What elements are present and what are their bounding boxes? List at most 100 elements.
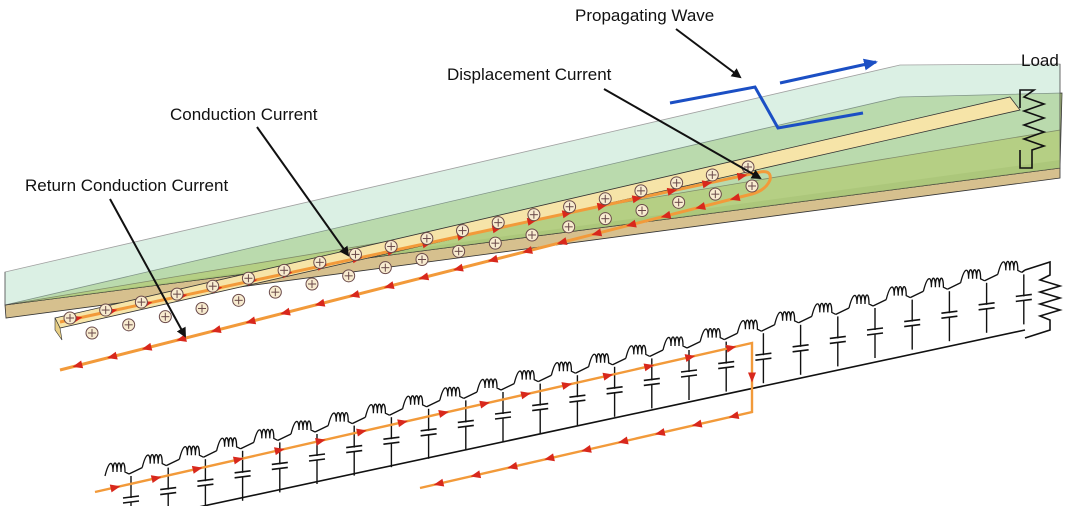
inductor-rail-segment	[686, 340, 701, 349]
current-arrowhead	[280, 307, 291, 316]
inductor-coil-icon	[178, 445, 204, 460]
current-arrowhead	[418, 272, 430, 281]
wave-step	[669, 85, 864, 130]
current-arrowhead	[487, 254, 499, 263]
capacitor-icon	[420, 408, 437, 459]
current-arrowhead	[618, 436, 629, 445]
current-arrowhead	[470, 470, 482, 479]
charge-plus-icon	[705, 168, 719, 182]
charge-plus-icon	[670, 176, 684, 190]
inductor-coil-icon	[513, 369, 539, 384]
current-arrowhead	[691, 419, 703, 428]
inductor-rail-segment	[537, 374, 552, 383]
inductor-rail-segment	[575, 366, 589, 374]
current-arrowhead	[109, 484, 121, 493]
current-arrowhead	[232, 456, 244, 465]
charge-plus-icon	[241, 271, 255, 285]
inductor-coil-icon	[997, 260, 1023, 275]
inductor-coil-icon	[736, 319, 762, 334]
current-arrowhead	[626, 219, 637, 228]
current-arrowhead	[643, 363, 655, 372]
charge-plus-icon	[305, 277, 319, 291]
current-arrowhead	[191, 465, 203, 474]
inductor-coil-icon	[773, 311, 799, 325]
current-arrowhead	[356, 428, 367, 437]
inductor-coil-icon	[327, 411, 353, 426]
equivalent-circuit	[94, 260, 1063, 506]
inductor-rail-segment	[277, 433, 292, 442]
current-arrowhead	[729, 193, 741, 202]
current-arrowhead	[654, 428, 666, 436]
inductor-coil-icon	[550, 361, 576, 376]
charge-plus-icon	[348, 247, 362, 261]
inductor-rail-segment	[314, 424, 329, 433]
inductor-coil-icon	[587, 353, 613, 367]
current-arrowhead	[479, 400, 490, 409]
displacement-current-label: Displacement Current	[447, 65, 612, 84]
board-load-resistor	[1019, 89, 1047, 169]
return-conduction-current-label: Return Conduction Current	[25, 176, 228, 195]
current-arrowhead	[602, 372, 614, 381]
return-rail	[199, 329, 1026, 506]
capacitor-icon	[606, 366, 623, 417]
inductor-rail-segment	[463, 391, 478, 400]
inductor-rail-segment	[426, 399, 441, 408]
capacitor-icon	[1015, 274, 1032, 325]
inductor-rail-segment	[500, 382, 515, 391]
charge-plus-icon	[134, 295, 148, 309]
inductor-rail-segment	[835, 307, 850, 316]
capacitor-icon	[271, 442, 288, 493]
charge-plus-icon	[456, 224, 470, 238]
charge-plus-icon	[378, 261, 392, 275]
current-arrowhead	[701, 180, 713, 189]
inductor-coil-icon	[364, 403, 390, 418]
current-arrowhead	[274, 447, 285, 456]
capacitor-icon	[829, 316, 846, 367]
inductor-rail-segment	[723, 332, 738, 341]
current-arrowhead	[107, 351, 118, 360]
charge-plus-icon	[195, 302, 209, 315]
current-arrowhead	[314, 298, 326, 307]
displacement-current-pointer	[603, 88, 762, 179]
charge-plus-icon	[85, 326, 99, 340]
current-arrowhead	[72, 360, 84, 369]
inductor-rail-segment	[165, 458, 180, 467]
inductor-rail-segment	[203, 450, 217, 458]
inductor-coil-icon	[290, 420, 316, 435]
conduction-current-label: Conduction Current	[170, 105, 318, 124]
charge-plus-icon	[598, 192, 612, 206]
inductor-coil-icon	[215, 437, 241, 451]
current-arrowhead	[315, 437, 326, 446]
current-arrowhead	[141, 342, 153, 351]
inductor-rail-segment	[798, 315, 813, 324]
capacitor-icon	[532, 383, 549, 434]
inductor-coil-icon	[625, 344, 651, 359]
charge-plus-icon	[563, 200, 577, 214]
annotations: Propagating Wave Displacement Current Co…	[25, 6, 1059, 338]
charge-plus-icon	[268, 285, 282, 299]
inductor-coil-icon	[662, 336, 688, 351]
current-arrowhead	[453, 263, 464, 272]
capacitor-icon	[792, 324, 809, 375]
current-arrowhead	[522, 246, 533, 254]
capacitor-icon	[569, 375, 586, 426]
current-arrowhead	[728, 411, 740, 420]
capacitor-icon	[457, 400, 474, 451]
load-connection	[1021, 269, 1026, 274]
charge-plus-icon	[708, 187, 722, 201]
inductor-coil-icon	[885, 285, 911, 300]
inductor-rail-segment	[649, 349, 664, 358]
propagating-wave-pointer	[675, 28, 742, 79]
current-arrowhead	[383, 281, 395, 290]
current-arrowhead	[666, 187, 678, 196]
current-arrowhead	[684, 354, 696, 362]
inductor-rail-segment	[909, 290, 924, 299]
charge-plus-icon	[384, 239, 398, 253]
charge-plus-icon	[598, 212, 612, 226]
inductor-rail-segment	[947, 282, 961, 290]
charge-plus-icon	[491, 216, 505, 230]
charge-plus-icon	[452, 244, 466, 258]
current-arrowhead	[438, 410, 449, 418]
inductor-rail-segment	[128, 466, 143, 475]
capacitor-icon	[383, 417, 400, 468]
